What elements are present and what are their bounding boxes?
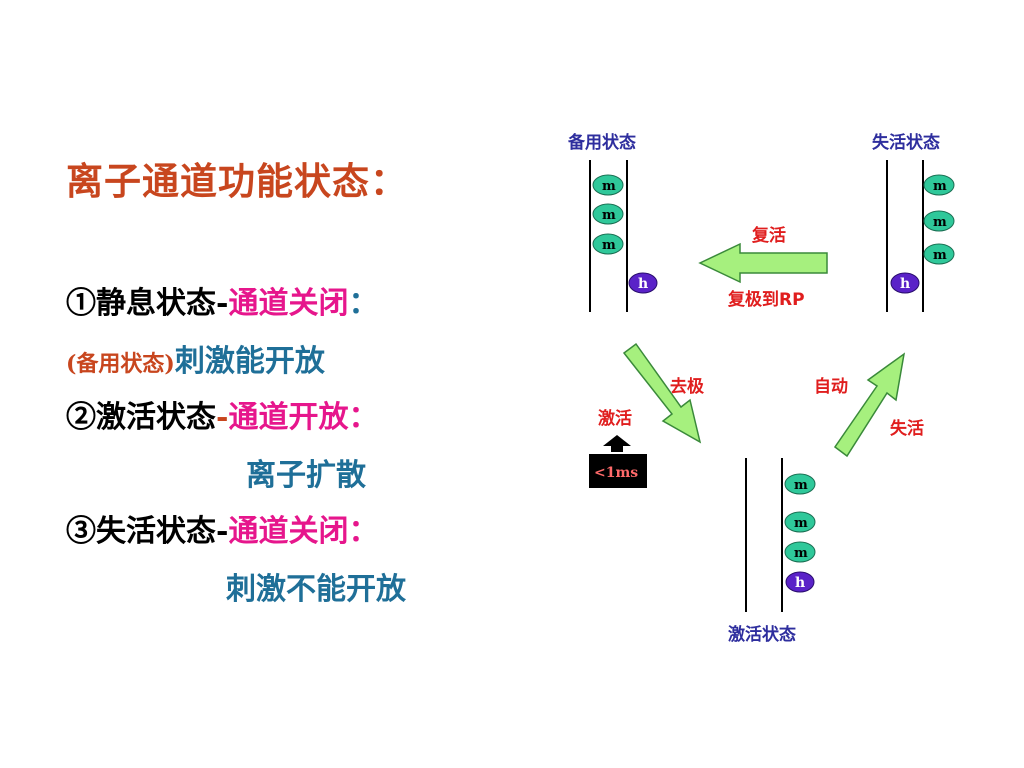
inactive-gate-m-3-label: m [933,248,947,263]
state-active-colon: ： [348,400,379,435]
state-resting-sub-note: (备用状态) [66,351,175,377]
resting-gate-m-2-label: m [602,208,616,223]
inactivation-arrow: 自动 失活 [814,352,924,458]
inactive-gate-m-3: m [923,243,955,265]
recovery-arrow-shape [698,242,828,284]
active-gate-h: h [785,571,815,593]
state-inactive-desc: 刺激不能开放 [226,572,406,607]
active-gate-h-label: h [795,575,805,591]
resting-gate-h: h [628,272,658,294]
active-state-label: 激活状态 [728,624,796,645]
active-channel: 激活状态 m m m h [728,458,816,645]
state-active-desc: 离子扩散 [246,458,366,493]
inactive-channel: 失活状态 m m m h [872,132,955,312]
recovery-arrow: 复活 复极到RP [698,225,828,310]
state-resting-desc-line: (备用状态)刺激能开放 [66,336,325,380]
active-gate-m-2-label: m [794,516,808,531]
active-gate-m-1-label: m [794,478,808,493]
resting-gate-m-3-label: m [602,238,616,253]
inactive-state-label: 失活状态 [872,132,940,153]
inactive-gate-m-1: m [923,174,955,196]
inactive-gate-h-label: h [900,276,910,292]
resting-channel: 备用状态 m m m h [567,132,658,312]
state-resting-prefix: ①静息状态- [66,286,229,321]
state-inactive-colon: ： [348,514,379,549]
state-inactive-status: 通道关闭 [228,514,349,549]
inactivation-arrow-shape [833,352,906,458]
state-inactive-prefix: ③失活状态- [66,514,229,549]
state-resting-desc: 刺激能开放 [174,344,325,379]
state-active-line: ②激活状态-通道开放： [66,392,378,436]
active-gate-m-3: m [784,541,816,563]
stimulus-box [589,454,647,488]
page-title: 离子通道功能状态： [66,159,408,203]
repolarize-label: 复极到RP [727,289,805,310]
depolarize-label: 去极 [670,376,704,397]
inactive-gate-h: h [890,272,920,294]
depolarize-arrow: 去极 激活 [598,342,704,444]
inactivate-label: 失活 [890,418,924,439]
state-active-status: 通道开放 [228,400,349,435]
state-resting-line: ①静息状态-通道关闭： [66,278,378,322]
stimulus-up-arrow-icon [603,435,631,452]
resting-gate-m-2: m [592,203,624,225]
state-resting-colon: ： [348,286,379,321]
stimulus-indicator: <1ms [589,435,647,488]
resting-gate-h-label: h [638,276,648,292]
depolarize-arrow-shape [622,342,702,444]
resting-state-label: 备用状态 [567,132,636,153]
active-gate-m-2: m [784,511,816,533]
inactive-gate-m-2: m [923,210,955,232]
state-active-dash: - [216,400,229,435]
active-gate-m-3-label: m [794,546,808,561]
inactive-gate-m-2-label: m [933,215,947,230]
stimulate-label: 激活 [598,408,632,429]
resting-gate-m-3: m [592,233,624,255]
state-inactive-line: ③失活状态-通道关闭： [66,506,378,550]
state-resting-status: 通道关闭 [228,286,349,321]
state-active-prefix: ②激活状态 [66,400,216,435]
inactive-gate-m-1-label: m [933,179,947,194]
auto-label: 自动 [814,376,848,397]
stimulus-text: <1ms [594,465,638,481]
resting-gate-m-1-label: m [602,179,616,194]
resting-gate-m-1: m [592,174,624,196]
active-gate-m-1: m [784,473,816,495]
recovery-label: 复活 [751,225,786,246]
